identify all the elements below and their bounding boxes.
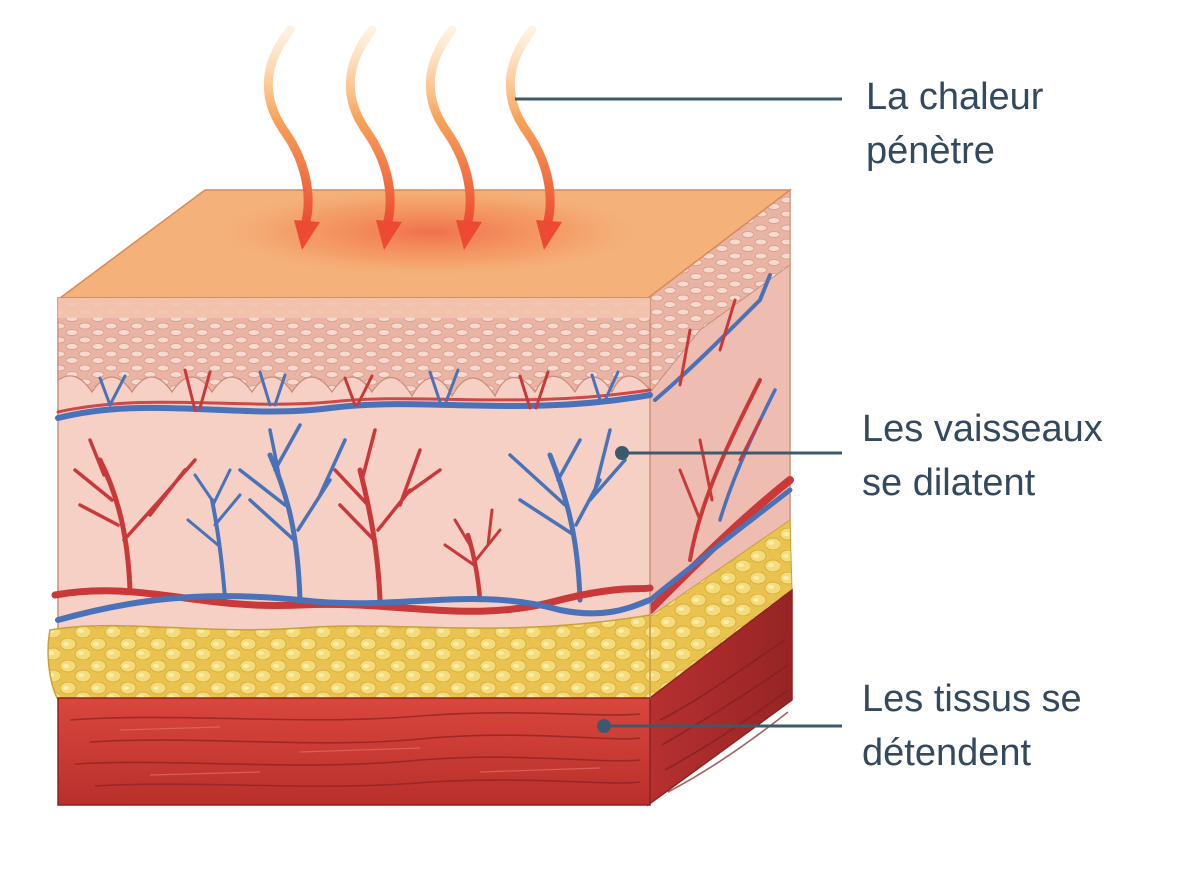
heat-arrows (263, 25, 562, 250)
leader-dot-vessels (615, 446, 629, 460)
block-side-face (646, 188, 794, 807)
label-heat-penetrates: La chaleur pénètre (866, 70, 1043, 178)
label-heat-line2: pénètre (866, 130, 995, 172)
label-tissue-relax: Les tissus se détendent (862, 672, 1082, 780)
fat-layer (47, 614, 651, 701)
label-vessels-line2: se dilatent (862, 462, 1036, 504)
muscle-layer (57, 697, 651, 806)
leader-lines (515, 97, 842, 733)
skin-surface (57, 184, 793, 299)
wavy-down-arrow-icon (345, 25, 402, 250)
label-vessels-dilate: Les vaisseaux se dilatent (862, 402, 1103, 510)
block-front-face (47, 297, 654, 806)
label-tissue-line1: Les tissus se (862, 678, 1082, 720)
label-heat-line1: La chaleur (866, 76, 1044, 118)
label-vessels-line1: Les vaisseaux (862, 408, 1103, 450)
wavy-down-arrow-icon (425, 25, 482, 250)
wavy-down-arrow-icon (505, 25, 562, 250)
leader-dot-tissue (597, 719, 611, 733)
wavy-down-arrow-icon (263, 25, 320, 250)
label-tissue-line2: détendent (862, 732, 1032, 774)
